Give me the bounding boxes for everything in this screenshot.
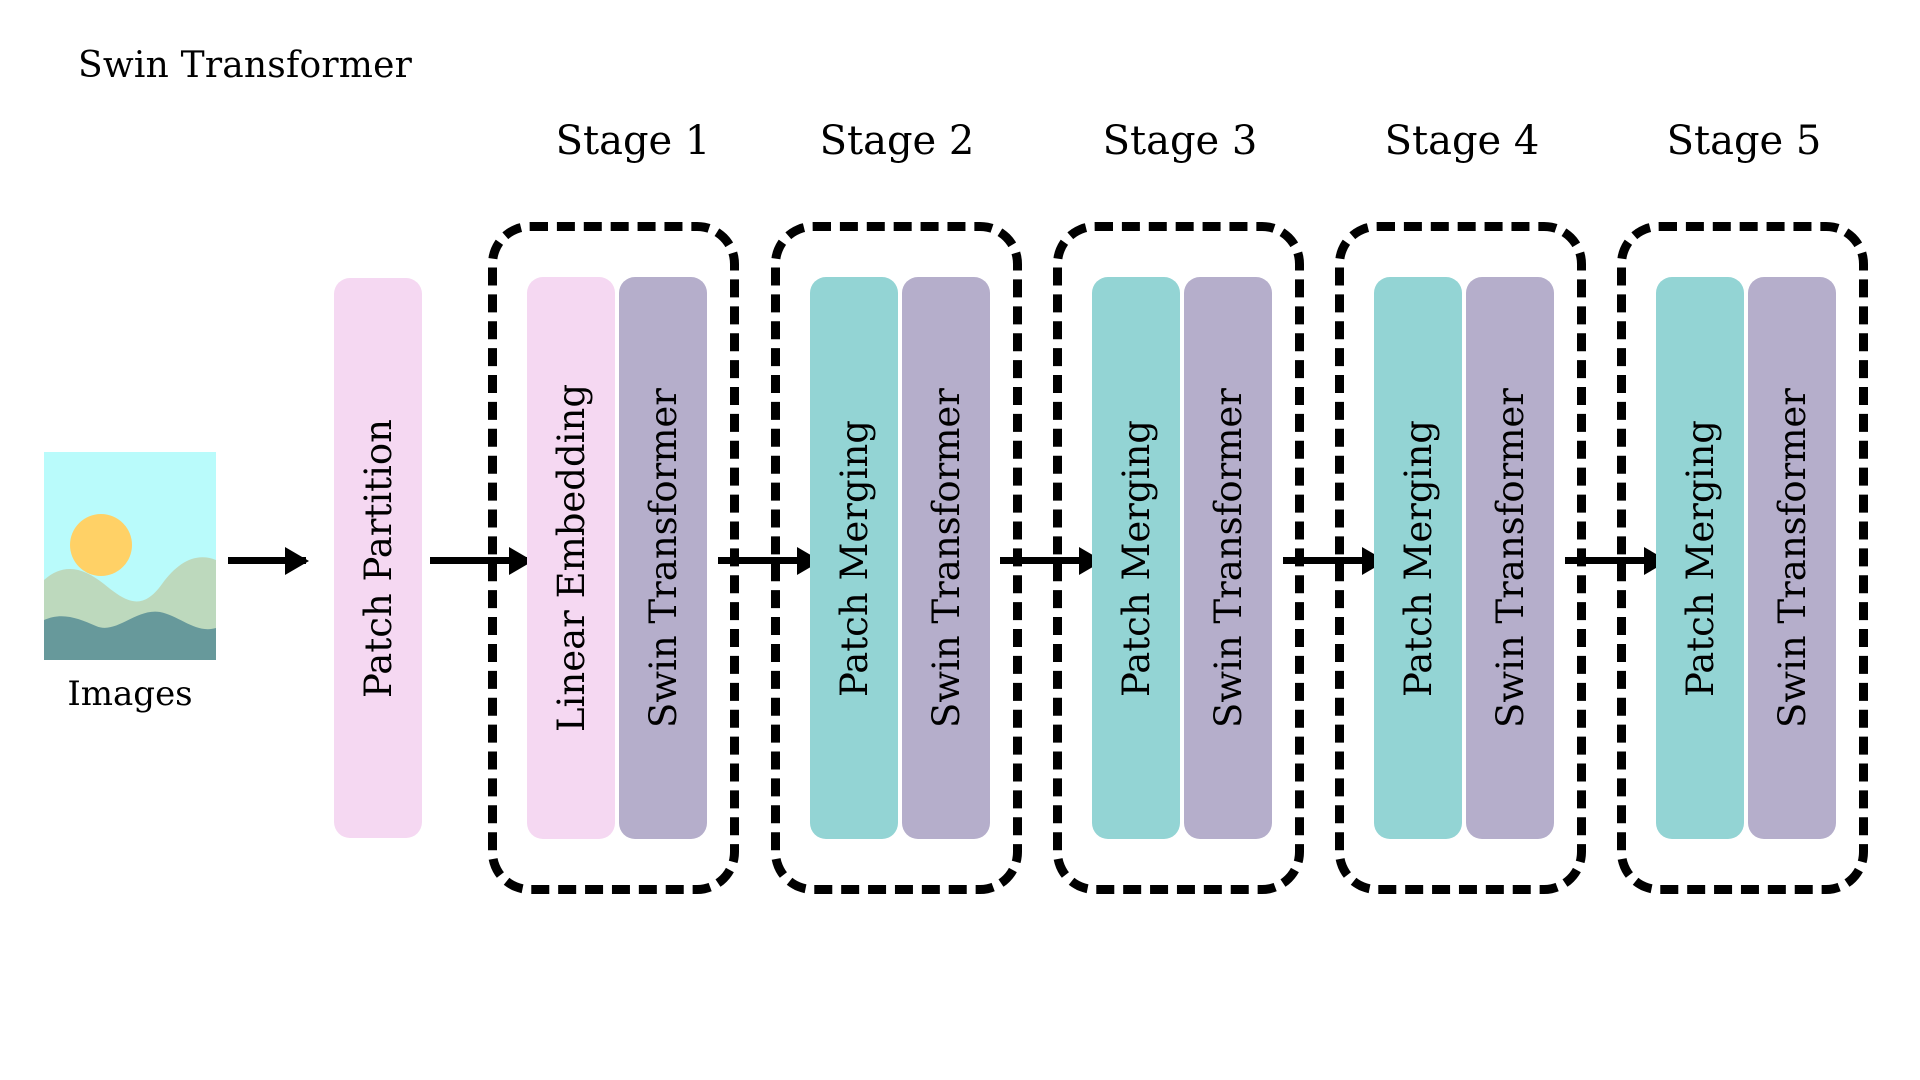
flow-arrow-5 — [1283, 557, 1383, 564]
block-stage1-linear-embedding[interactable]: Linear Embedding — [527, 277, 615, 839]
stage-label-3: Stage 3 — [1102, 118, 1258, 164]
stage-label-5: Stage 5 — [1666, 118, 1822, 164]
source-image-caption: Images — [67, 674, 193, 714]
stage-label-4: Stage 4 — [1384, 118, 1540, 164]
block-stage4-patch-merging[interactable]: Patch Merging — [1374, 277, 1462, 839]
block-stage1-swin-transformer[interactable]: Swin Transformer — [619, 277, 707, 839]
block-stage4-swin-transformer[interactable]: Swin Transformer — [1466, 277, 1554, 839]
block-stage5-swin-transformer[interactable]: Swin Transformer — [1748, 277, 1836, 839]
block-stage3-swin-transformer[interactable]: Swin Transformer — [1184, 277, 1272, 839]
stage-label-2: Stage 2 — [819, 118, 975, 164]
block-stage2-swin-transformer-label: Swin Transformer — [924, 387, 968, 728]
stage-box-3[interactable] — [1053, 222, 1304, 894]
block-stage5-patch-merging[interactable]: Patch Merging — [1656, 277, 1744, 839]
block-stage3-patch-merging-label: Patch Merging — [1114, 419, 1158, 697]
stage-label-1: Stage 1 — [555, 118, 711, 164]
block-stage1-linear-embedding-label: Linear Embedding — [549, 383, 593, 733]
landscape-thumbnail-icon — [44, 452, 216, 660]
flow-arrow-4 — [1000, 557, 1100, 564]
block-stage2-patch-merging-label: Patch Merging — [832, 419, 876, 697]
stage-box-4[interactable] — [1335, 222, 1586, 894]
block-patch-partition[interactable]: Patch Partition — [334, 278, 422, 838]
flow-arrow-1 — [228, 557, 306, 564]
block-stage2-swin-transformer[interactable]: Swin Transformer — [902, 277, 990, 839]
block-stage2-patch-merging[interactable]: Patch Merging — [810, 277, 898, 839]
sun-icon — [70, 514, 132, 576]
flow-arrow-2 — [430, 557, 530, 564]
block-patch-partition-label: Patch Partition — [356, 418, 400, 698]
page-title: Swin Transformer — [78, 45, 413, 86]
block-stage5-swin-transformer-label: Swin Transformer — [1770, 387, 1814, 728]
stage-box-2[interactable] — [771, 222, 1022, 894]
block-stage1-swin-transformer-label: Swin Transformer — [641, 387, 685, 728]
block-stage5-patch-merging-label: Patch Merging — [1678, 419, 1722, 697]
stage-box-5[interactable] — [1617, 222, 1868, 894]
flow-arrow-3 — [718, 557, 818, 564]
block-stage3-patch-merging[interactable]: Patch Merging — [1092, 277, 1180, 839]
hill-front-shape — [44, 611, 216, 660]
block-stage3-swin-transformer-label: Swin Transformer — [1206, 387, 1250, 728]
block-stage4-patch-merging-label: Patch Merging — [1396, 419, 1440, 697]
block-stage4-swin-transformer-label: Swin Transformer — [1488, 387, 1532, 728]
source-image-group: Images — [44, 452, 216, 714]
stage-box-1[interactable] — [488, 222, 739, 894]
flow-arrow-6 — [1565, 557, 1665, 564]
